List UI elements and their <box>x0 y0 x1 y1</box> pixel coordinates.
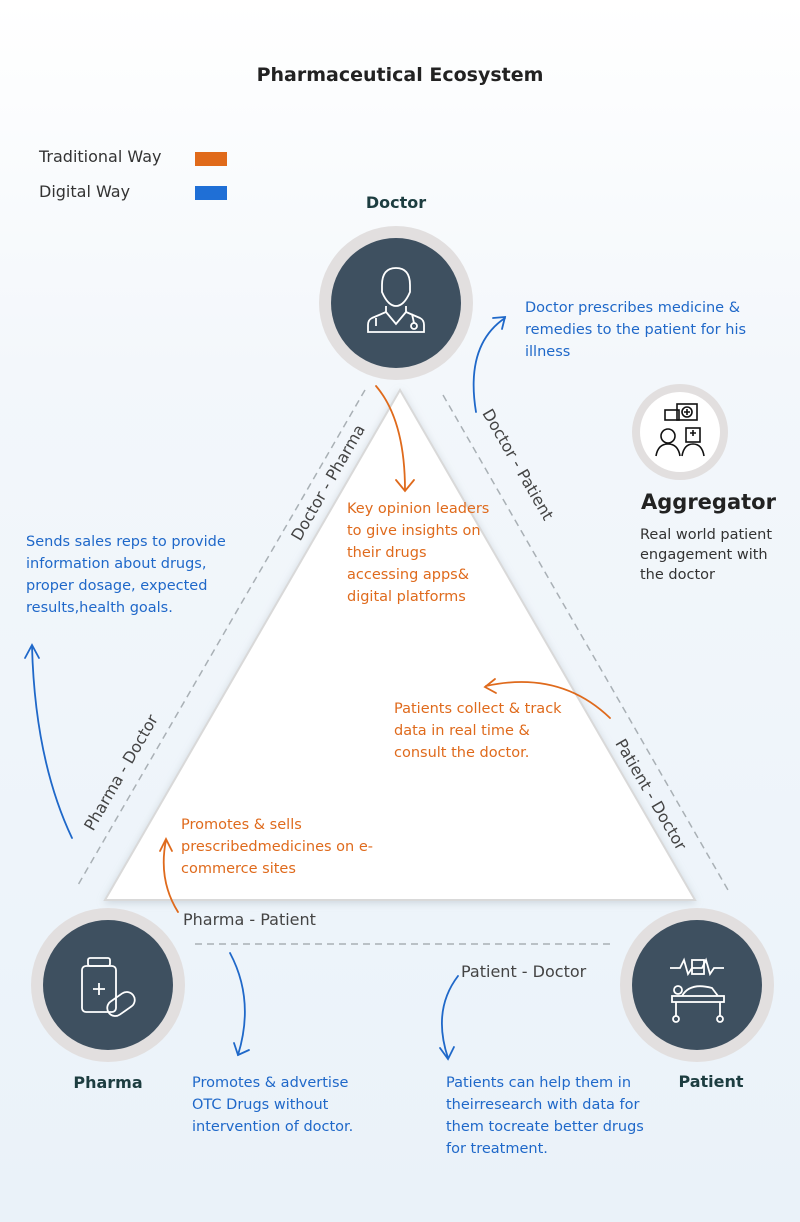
pharma-label: Pharma <box>73 1073 143 1092</box>
doctors-consult-icon <box>655 403 705 457</box>
edge-label-patient-doctor-bottom: Patient - Doctor <box>461 962 587 981</box>
note-promotes-otc: Promotes & advertise OTC Drugs without i… <box>192 1075 354 1135</box>
doctor-label: Doctor <box>365 193 427 212</box>
hospital-bed-icon <box>670 957 725 1023</box>
note-patients-collect: Patients collect & track data in real ti… <box>394 701 562 761</box>
legend-swatch-traditional <box>195 152 227 166</box>
doctor-icon <box>367 267 425 333</box>
aggregator-title: Aggregator <box>641 490 776 514</box>
blue-arrow-research <box>441 975 459 1059</box>
orange-arrow-patients-collect <box>485 681 611 719</box>
pharma-node <box>31 908 185 1062</box>
patient-node <box>620 908 774 1062</box>
note-doctor-prescribes: Doctor prescribes medicine & remedies to… <box>525 300 747 360</box>
doctor-node <box>319 226 473 380</box>
orange-arrow-patients-collect-head <box>483 678 497 694</box>
blue-arrow-sales <box>31 645 73 839</box>
blue-arrow-research-head <box>439 1046 455 1061</box>
note-patients-research: Patients can help them in theirresearch … <box>446 1075 644 1157</box>
blue-arrow-doctor-head <box>492 315 507 330</box>
legend-label-digital: Digital Way <box>39 182 131 201</box>
edge-label-pharma-patient: Pharma - Patient <box>183 910 316 929</box>
page-title: Pharmaceutical Ecosystem <box>256 64 544 86</box>
orange-arrow-promotes <box>162 839 179 913</box>
blue-arrow-otc <box>229 952 246 1056</box>
blue-arrow-otc-head <box>233 1042 250 1057</box>
orange-arrow-kol <box>375 385 406 491</box>
blue-arrow-doctor <box>472 317 506 413</box>
legend-swatch-digital <box>195 186 227 200</box>
note-kol: Key opinion leaders to give insights on … <box>347 501 490 605</box>
medicine-bottle-icon <box>81 957 136 1017</box>
aggregator-node <box>632 384 728 480</box>
orange-arrow-promotes-head <box>159 836 173 852</box>
patient-label: Patient <box>678 1072 744 1091</box>
aggregator-description: Real world patient engagement with the d… <box>640 527 773 583</box>
note-promotes-sells: Promotes & sells prescribedmedicines on … <box>181 817 373 877</box>
central-triangle <box>103 388 697 901</box>
legend-label-traditional: Traditional Way <box>39 147 162 166</box>
note-sales-reps: Sends sales reps to provide information … <box>26 534 226 616</box>
orange-arrow-kol-head <box>395 479 415 493</box>
blue-arrow-sales-head <box>24 643 40 659</box>
